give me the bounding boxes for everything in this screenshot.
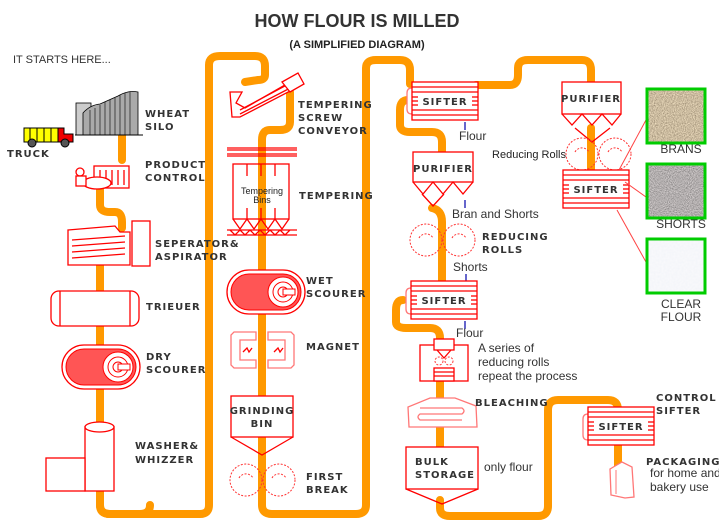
reducing-rolls-series-icon (419, 338, 469, 382)
bulk-storage-label-1: BULK (415, 457, 449, 468)
sifter-2-label: SIFTER (421, 296, 466, 307)
series-note-2: reducing rolls (478, 355, 549, 369)
truck-label: TRUCK (7, 149, 50, 160)
clear-flour-label-2: FLOUR (661, 310, 702, 324)
control-sifter-label-1: CONTROL (656, 393, 717, 404)
series-note-3: repeat the process (478, 369, 577, 383)
clear-flour-sample-image (645, 237, 707, 295)
control-sifter-box-label: SIFTER (598, 422, 643, 433)
sifter-3-label: SIFTER (573, 185, 618, 196)
page-title: HOW FLOUR IS MILLED (255, 11, 460, 31)
purifier-1-label: PURIFIER (413, 164, 473, 175)
washer-whizzer-icon (45, 421, 115, 492)
separator-aspirator-icon (67, 220, 151, 267)
grinding-bin-label-2: BIN (251, 419, 274, 430)
pipe-middle-loop (258, 56, 414, 518)
magnet-icon (230, 331, 295, 369)
pipe-sifter-to-rolls (392, 296, 444, 349)
reducing-rolls-label-2: ROLLS (482, 245, 523, 256)
reducing-rolls-note: Reducing Rolls (492, 149, 566, 161)
screw-conveyor-label-2: SCREW (298, 113, 343, 124)
only-flour-note: only flour (484, 460, 533, 474)
tempering-label: TEMPERING (299, 191, 374, 202)
tempering-bins-label-2: Bins (253, 195, 271, 205)
purifier-1-icon (412, 151, 474, 207)
product-control-label-1: PRODUCT (145, 160, 206, 171)
tempering-bins-icon (227, 147, 297, 236)
wheat-silo-label-2: SILO (145, 122, 174, 133)
reducing-rolls-label-1: REDUCING (482, 232, 549, 243)
wheat-silo-label-1: WHEAT (145, 109, 190, 120)
washer-label-2: WHIZZER (135, 455, 194, 466)
bran-and-shorts-note: Bran and Shorts (452, 207, 539, 221)
first-break-label-1: FIRST (306, 472, 343, 483)
magnet-label: MAGNET (306, 342, 360, 353)
bulk-storage-icon (405, 446, 479, 505)
dry-scourer-label-1: DRY (146, 352, 172, 363)
start-note: IT STARTS HERE... (13, 54, 111, 66)
control-sifter-label-2: SIFTER (656, 406, 701, 417)
clear-flour-label-1: CLEAR (661, 297, 701, 311)
shorts-sample-image (645, 162, 707, 220)
washer-label-1: WASHER& (135, 441, 199, 452)
packaging-bag-icon (609, 461, 635, 499)
screw-conveyor-label-3: CONVEYOR (298, 126, 368, 137)
pipe-purifier-to-sifter (428, 204, 446, 286)
series-note-1: A series of (478, 341, 535, 355)
pipe-left-loop (96, 52, 269, 518)
shorts-note: Shorts (453, 260, 488, 274)
first-break-label-2: BREAK (306, 485, 349, 496)
wet-scourer-icon (226, 269, 306, 315)
pipe-sifter-to-purifier (396, 96, 446, 156)
tempering-bins-label-1: Tempering (241, 186, 283, 196)
grinding-bin-icon (230, 395, 294, 456)
packaging-note-2: bakery use (650, 480, 709, 494)
bleaching-label: BLEACHING (475, 398, 549, 409)
trieuer-icon (50, 290, 140, 327)
sifter-1-label: SIFTER (422, 97, 467, 108)
pipe-top-route (472, 56, 595, 89)
truck-icon (23, 127, 74, 148)
dry-scourer-label-2: SCOURER (146, 365, 206, 376)
grinding-bin-label-1: GRINDING (230, 406, 295, 417)
shorts-label: SHORTS (656, 217, 706, 231)
flour-note-2: Flour (456, 326, 483, 340)
brans-label: BRANS (660, 142, 701, 156)
wet-scourer-label-1: WET (306, 276, 334, 287)
dry-scourer-icon (61, 344, 141, 390)
page-subtitle: (A SIMPLIFIED DIAGRAM) (289, 39, 425, 51)
pipe-to-control-sifter (436, 396, 622, 520)
separator-label-1: SEPERATOR& (155, 239, 240, 250)
bleaching-icon (407, 397, 478, 428)
tempering-screw-conveyor-icon (229, 72, 305, 118)
flour-note-1: Flour (459, 129, 486, 143)
separator-label-2: ASPIRATOR (155, 252, 228, 263)
wheat-silo-icon (75, 91, 143, 136)
wet-scourer-label-2: SCOURER (306, 289, 366, 300)
product-connector-lines (616, 119, 647, 263)
product-control-label-2: CONTROL (145, 173, 206, 184)
purifier-2-icon (561, 81, 622, 143)
bulk-storage-label-2: STORAGE (415, 470, 475, 481)
screw-conveyor-label-1: TEMPERING (298, 100, 373, 111)
packaging-note-1: for home and (650, 466, 719, 480)
purifier-2-label: PURIFIER (561, 94, 621, 105)
trieuer-label: TRIEUER (146, 302, 201, 313)
packaging-label: PACKAGING (646, 457, 719, 468)
brans-sample-image (645, 87, 707, 145)
product-control-icon (75, 165, 130, 190)
